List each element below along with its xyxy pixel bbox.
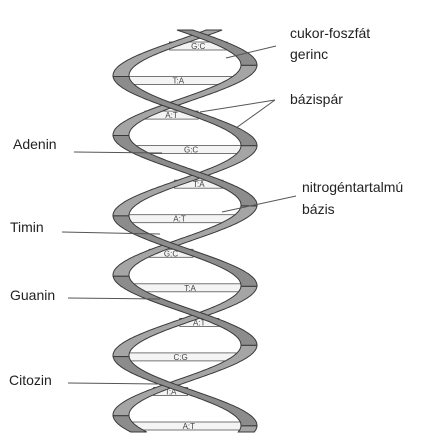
base-pair-label: bázispár [290,91,343,107]
base-pair-text: T:A [193,180,205,189]
strand-2-segment [113,216,257,286]
front-strand [113,30,257,432]
adenine-label: Adenin [13,136,57,152]
base-pair-rung: C:G [121,353,240,362]
base-pair-rung: T:A [131,284,248,293]
strand-2-segment [113,357,257,426]
base-pair-text: A:T [165,111,178,120]
base-pair-text: C:G [173,353,187,362]
base-pair-rung: T:A [123,77,234,86]
base-pair-rung: A:T [129,422,249,431]
strand-2-segment [113,286,257,356]
base-pair-text: A:T [183,422,196,431]
strand-2-segment [238,426,257,432]
strand-2-segment [113,77,257,146]
nitrogen-base-label-line2: bázis [302,201,335,217]
nitrogen-base-leader-line [222,196,296,212]
strand-1-segment [113,65,257,135]
nitrogen-base-label-line1: nitrogéntartalmú [302,179,403,195]
base-pair-text: T:A [173,77,185,86]
backbone-label-line2: gerinc [290,46,328,62]
cytosine-label: Citozin [9,372,52,388]
base-pair-text: A:T [173,215,186,224]
base-pair-leader-line-2 [236,100,275,128]
cytosine-leader-line [68,383,158,384]
base-pair-leader-line-1 [200,100,275,112]
base-pair-text: T:A [184,284,196,293]
strand-2-segment [113,146,257,216]
base-pair-text: G:C [191,42,205,51]
guanine-label: Guanin [10,287,55,303]
base-pair-rung: A:T [122,215,238,224]
base-pair-text: G:C [184,146,198,155]
backbone-label-line1: cukor-foszfát [290,25,370,41]
thymine-label: Timin [10,219,44,235]
